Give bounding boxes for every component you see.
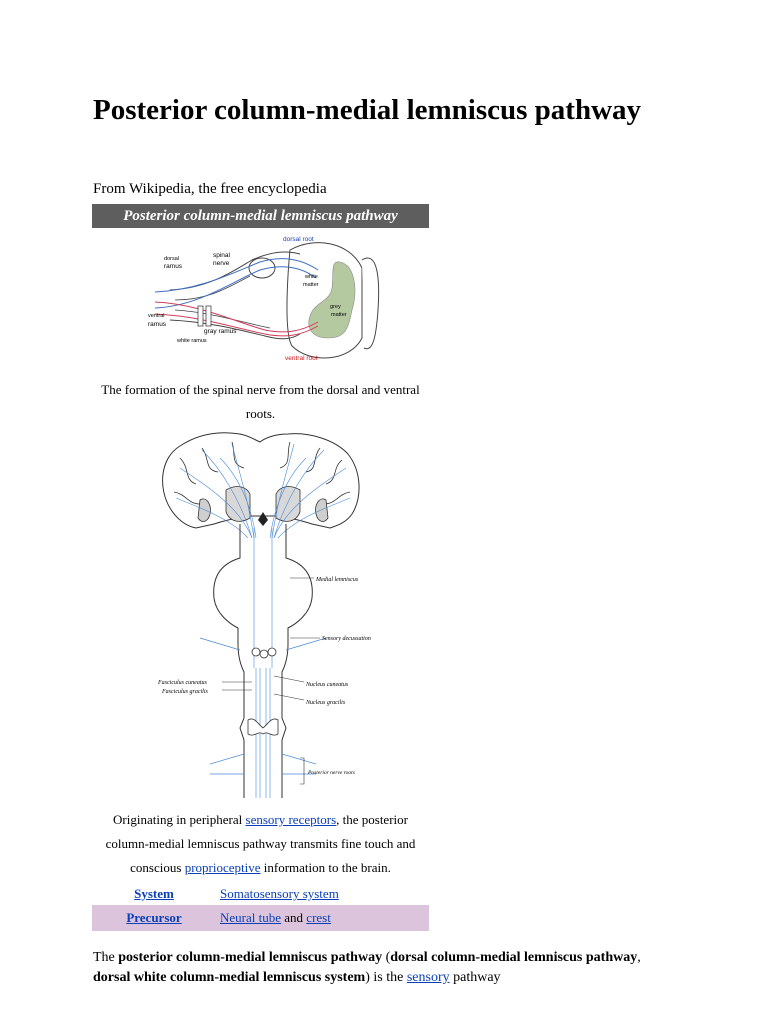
label-sensory-decussation: Sensory decussation — [322, 636, 371, 642]
spinal-segment — [247, 718, 279, 736]
nucleus-circle — [251, 647, 261, 657]
intro-paragraph: The posterior column-medial lemniscus pa… — [93, 948, 653, 988]
caption-text: , the posterior column-medial lemniscus … — [105, 812, 416, 875]
label-posterior-nerve-roots: Posterior nerve roots — [307, 770, 355, 776]
motor-fiber — [154, 313, 319, 337]
crest-link[interactable]: crest — [306, 910, 331, 925]
label-white: white — [304, 274, 318, 280]
label-ventral: ventral — [148, 313, 165, 319]
sensory-fiber — [154, 266, 317, 309]
label-ventral-root: ventral root — [285, 355, 318, 362]
caption-text: information to the brain. — [260, 860, 391, 875]
precursor-key-link[interactable]: Precursor — [126, 910, 182, 925]
gyri-folds — [173, 441, 351, 505]
label-gray-ramus: gray ramus — [204, 328, 237, 335]
nerve-inner-outline — [174, 275, 271, 329]
neural-tube-link[interactable]: Neural tube — [220, 910, 282, 925]
dorsal-root-ganglion — [248, 257, 276, 279]
intro-text: pathway — [449, 970, 501, 985]
label-ventral-ramus: ramus — [148, 321, 167, 328]
intro-text: , — [637, 950, 641, 965]
dorsal-root-outline — [169, 251, 301, 291]
grey-matter-shape — [308, 261, 356, 339]
motor-fiber — [154, 301, 319, 333]
sensory-link[interactable]: sensory — [406, 970, 450, 985]
infobox-header: Posterior column-medial lemniscus pathwa… — [92, 204, 429, 228]
gray-ramus-shape — [197, 305, 204, 327]
label-nucleus-gracilis: Nucleus gracilis — [305, 700, 346, 706]
label-white-matter: matter — [303, 282, 319, 288]
brain-pathway-diagram: Medial lemniscus Sensory decussation Fas… — [157, 432, 371, 798]
proprioceptive-link[interactable]: proprioceptive — [184, 860, 261, 875]
intro-bold-term: dorsal column-medial lemniscus pathway — [390, 950, 638, 965]
label-spinal: spinal — [213, 252, 231, 259]
infobox-row-system: System Somatosensory system — [92, 881, 429, 907]
cerebrum-outline — [162, 432, 360, 529]
label-dorsal-ramus: ramus — [164, 263, 183, 270]
and-text: and — [281, 910, 307, 925]
page-title: Posterior column-medial lemniscus pathwa… — [93, 94, 642, 126]
white-ramus-shape — [205, 305, 212, 327]
label-nucleus-cuneatus: Nucleus cuneatus — [305, 682, 349, 688]
intro-text: The — [93, 950, 119, 965]
midline-marker — [258, 512, 268, 526]
label-fasciculus-gracilis: Fasciculus gracilis — [161, 689, 208, 695]
label-dorsal-root: dorsal root — [283, 236, 314, 243]
lateral-nuclei — [197, 498, 329, 522]
nucleus-circle — [267, 647, 277, 657]
intro-bold-term: dorsal white column-medial lemniscus sys… — [93, 970, 366, 985]
sensory-receptors-link[interactable]: sensory receptors — [245, 812, 337, 827]
sensory-fiber — [154, 258, 319, 293]
figure1-caption: The formation of the spinal nerve from t… — [101, 382, 420, 421]
somatosensory-system-link[interactable]: Somatosensory system — [220, 886, 339, 901]
label-white-ramus: white ramus — [176, 338, 207, 344]
spinal-nerve-diagram: dorsal root spinal nerve dorsal ramus wh… — [148, 236, 380, 362]
spinal-cord-right-half — [361, 257, 380, 350]
figure2-caption: Originating in peripheral sensory recept… — [92, 808, 429, 880]
intro-bold-term: posterior column-medial lemniscus pathwa… — [118, 950, 383, 965]
infobox-row-precursor: Precursor Neural tube and crest — [92, 905, 429, 931]
label-grey-matter: matter — [331, 312, 347, 318]
label-nerve: nerve — [213, 260, 230, 267]
nucleus-circle — [259, 649, 269, 659]
caption-text: Originating in peripheral — [113, 812, 246, 827]
label-medial-lemniscus: Medial lemniscus — [315, 577, 359, 583]
brainstem-outline — [213, 524, 313, 798]
leader-lines — [222, 577, 320, 785]
intro-text: ( — [382, 950, 391, 965]
system-key-link[interactable]: System — [134, 886, 174, 901]
label-fasciculus-cuneatus: Fasciculus cuneatus — [157, 680, 207, 686]
posterior-nerve-roots — [199, 637, 327, 775]
intro-text: ) is the — [365, 970, 407, 985]
medial-lemniscus-tract — [253, 528, 273, 668]
projection-fibers — [175, 443, 351, 539]
label-dorsal: dorsal — [164, 256, 179, 262]
label-grey: grey — [330, 304, 341, 310]
tagline: From Wikipedia, the free encyclopedia — [93, 181, 327, 197]
